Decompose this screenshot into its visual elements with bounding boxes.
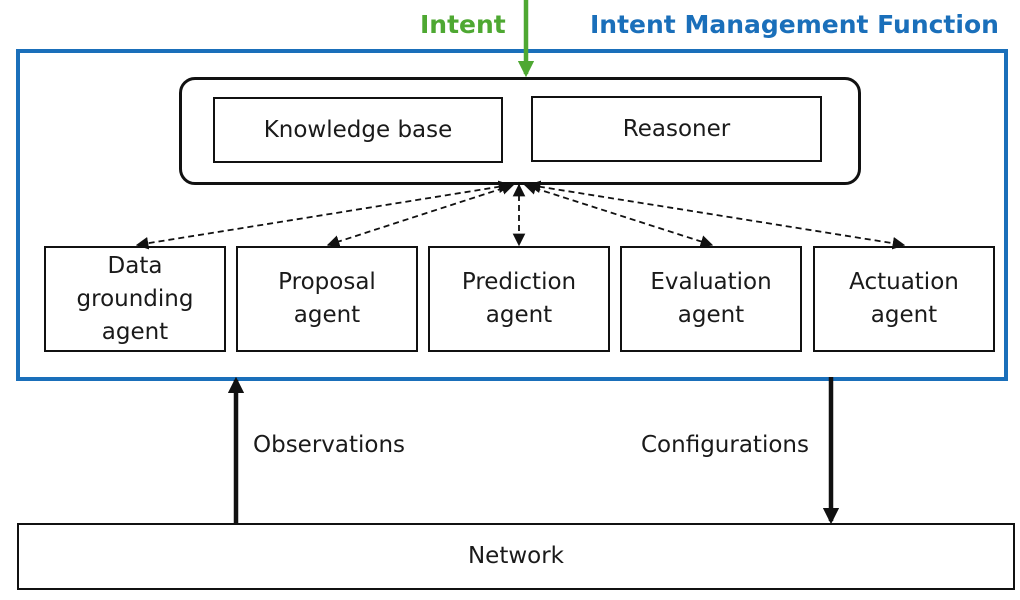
prediction-agent-box: Prediction agent	[428, 246, 610, 352]
agent-label: Data grounding agent	[76, 252, 194, 345]
configurations-label: Configurations	[641, 432, 809, 458]
agent-label: Prediction agent	[461, 269, 577, 328]
knowledge-base-label: Knowledge base	[263, 116, 453, 143]
reasoner-label: Reasoner	[622, 115, 731, 142]
intent-label: Intent	[420, 10, 506, 39]
proposal-agent-box: Proposal agent	[236, 246, 418, 352]
core-frame	[179, 77, 861, 185]
actuation-agent-box: Actuation agent	[813, 246, 995, 352]
agent-label: Proposal agent	[278, 269, 376, 328]
imf-title: Intent Management Function	[590, 10, 999, 39]
knowledge-base-box: Knowledge base	[213, 97, 503, 163]
evaluation-agent-box: Evaluation agent	[620, 246, 802, 352]
network-label: Network	[467, 543, 565, 569]
agent-label: Evaluation agent	[650, 269, 772, 328]
network-box: Network	[17, 523, 1015, 590]
data-grounding-agent-box: Data grounding agent	[44, 246, 226, 352]
agent-label: Actuation agent	[849, 269, 959, 328]
imf-frame	[16, 49, 1008, 381]
reasoner-box: Reasoner	[531, 96, 822, 162]
observations-label: Observations	[253, 432, 406, 458]
